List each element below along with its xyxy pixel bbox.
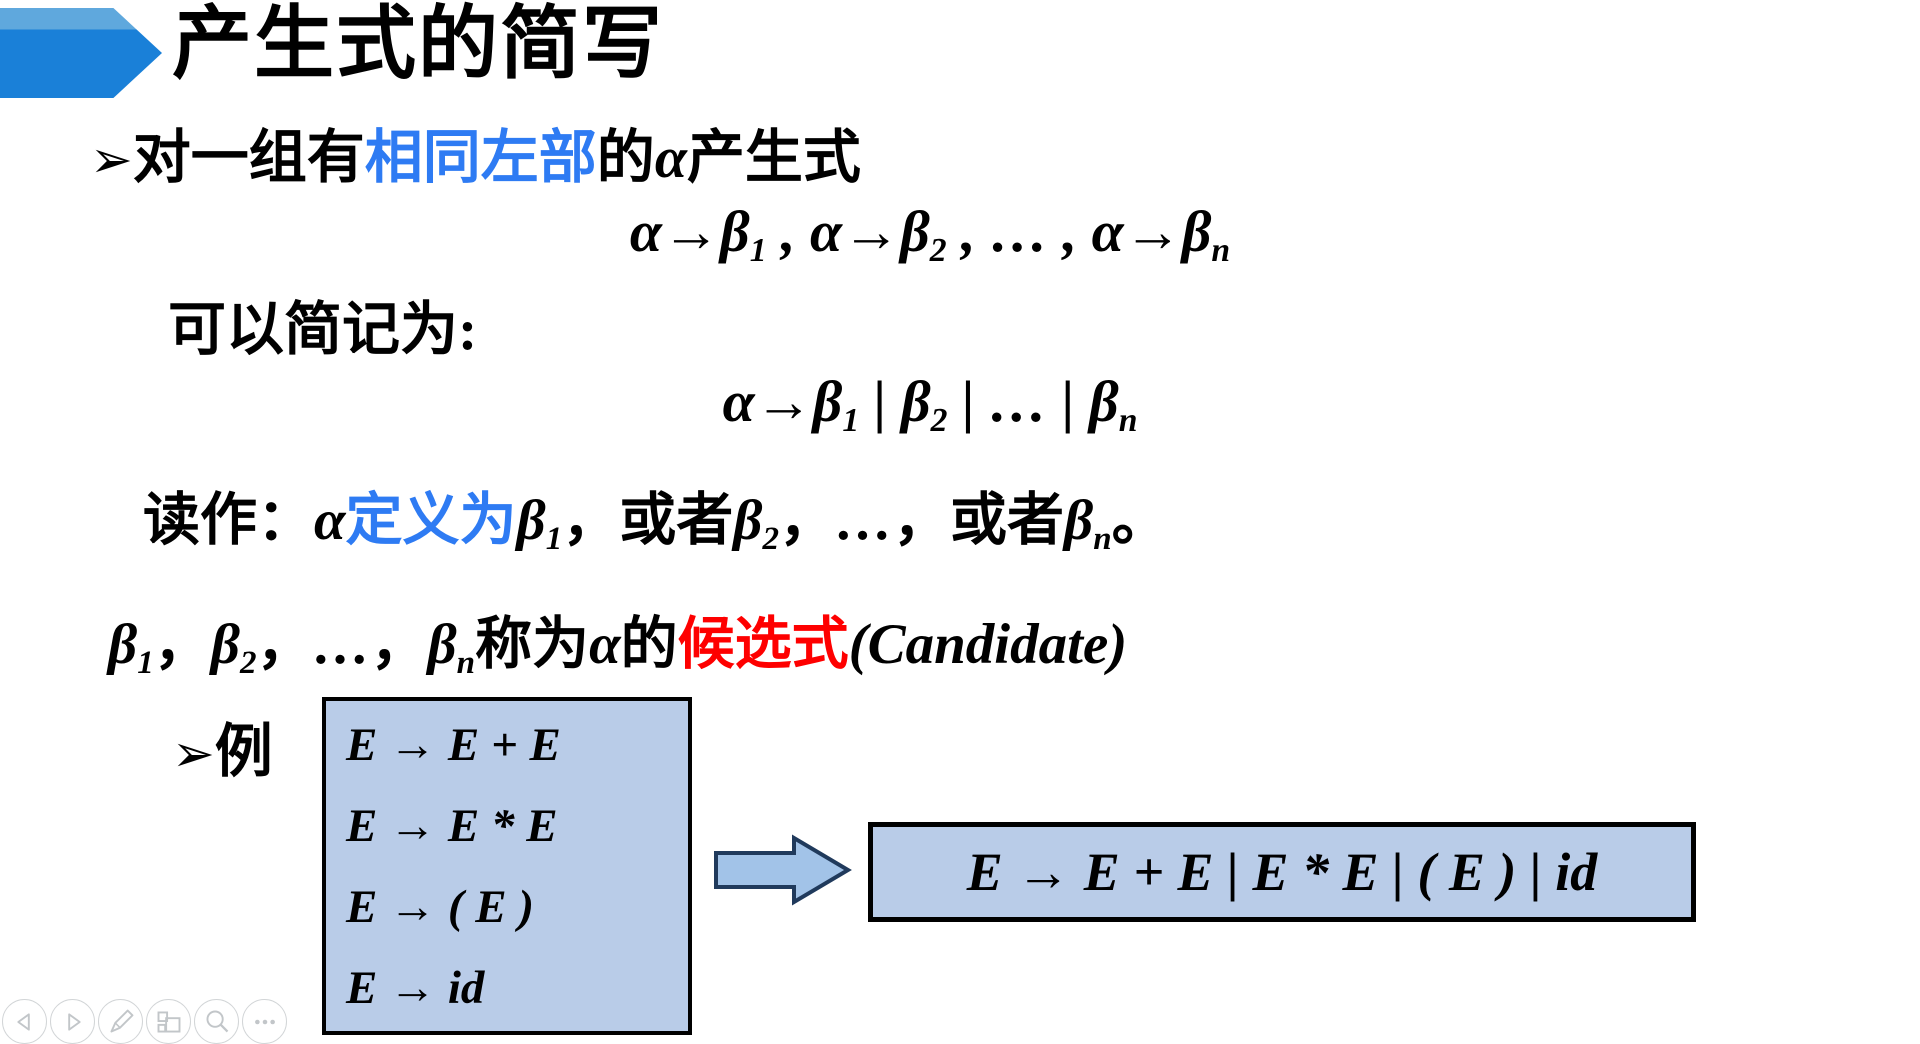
pen-tool-button[interactable]	[98, 999, 143, 1044]
slide-panel-icon	[157, 1011, 180, 1032]
bullet1-mid: 的	[596, 125, 655, 190]
formula1-part: , … , α→β	[946, 199, 1212, 264]
production-line: E → ( E )	[346, 881, 534, 933]
subscript-1: 1	[842, 402, 860, 440]
lead-in-text: 可以简记为:	[168, 297, 478, 362]
subscript-2: 2	[929, 232, 947, 270]
bullet-arrow-icon: ➢	[172, 725, 215, 784]
zoom-tool-button[interactable]	[194, 999, 239, 1044]
candidate-definition-line: β1，β2，…，βn称为α的候选式(Candidate)	[108, 613, 1128, 681]
pen-icon	[110, 1009, 133, 1032]
page-title: 产生式的简写	[172, 0, 664, 88]
bullet1-pre: 对一组有	[132, 125, 365, 190]
presenter-toolbar	[2, 999, 287, 1044]
previous-icon	[16, 1012, 30, 1031]
subscript-n: n	[1118, 402, 1138, 440]
more-options-button[interactable]	[242, 999, 287, 1044]
formula-abbreviated: α→β1 | β2 | … | βn	[380, 368, 1480, 502]
implies-arrow-icon	[714, 834, 852, 906]
productions-box: E → E + E E → E * E E → ( E ) E → id	[322, 697, 692, 1035]
subscript-n: n	[1211, 232, 1231, 270]
formula-production-group: α→β1 , α→β2 , … , α→βn	[380, 198, 1480, 332]
bullet-arrow-icon: ➢	[90, 131, 133, 190]
next-slide-button[interactable]	[50, 999, 95, 1044]
formula1-part: α→β	[629, 199, 750, 264]
read-as-line: 读作：α定义为β1，或者β2，…，或者βn。	[143, 489, 1169, 557]
slide-panel-button[interactable]	[146, 999, 191, 1044]
formula2-part: α→β	[722, 369, 843, 434]
bullet1-highlight-same-left: 相同左部	[364, 125, 597, 190]
bullet1-post: 产生式	[686, 125, 861, 190]
read-label: 读作：	[143, 489, 314, 552]
magnifier-icon	[206, 1010, 228, 1032]
example-label: ➢例	[172, 704, 273, 855]
subscript-1: 1	[749, 232, 767, 270]
defined-as-highlight: 定义为	[345, 489, 517, 552]
formula2-part: | β	[859, 369, 931, 434]
example-text: 例	[214, 719, 273, 784]
abbreviated-production-box: E → E + E | E * E | ( E ) | id	[868, 822, 1696, 922]
next-icon	[67, 1012, 81, 1031]
production-line: E → E + E	[346, 719, 561, 771]
bullet-same-left-part: ➢对一组有相同左部的α产生式	[90, 110, 861, 261]
ellipsis-icon	[254, 1019, 275, 1024]
title-accent-arrow-icon	[0, 8, 162, 98]
subscript-2: 2	[930, 402, 948, 440]
formula2-part: | … | β	[947, 369, 1119, 434]
production-line: E → E * E	[346, 800, 558, 852]
production-line: E → id	[346, 962, 485, 1014]
candidate-highlight: 候选式	[677, 613, 849, 676]
formula1-part: , α→β	[766, 199, 930, 264]
previous-slide-button[interactable]	[2, 999, 47, 1044]
bullet1-alpha: α	[654, 125, 687, 190]
candidate-english: (Candidate)	[848, 613, 1128, 676]
